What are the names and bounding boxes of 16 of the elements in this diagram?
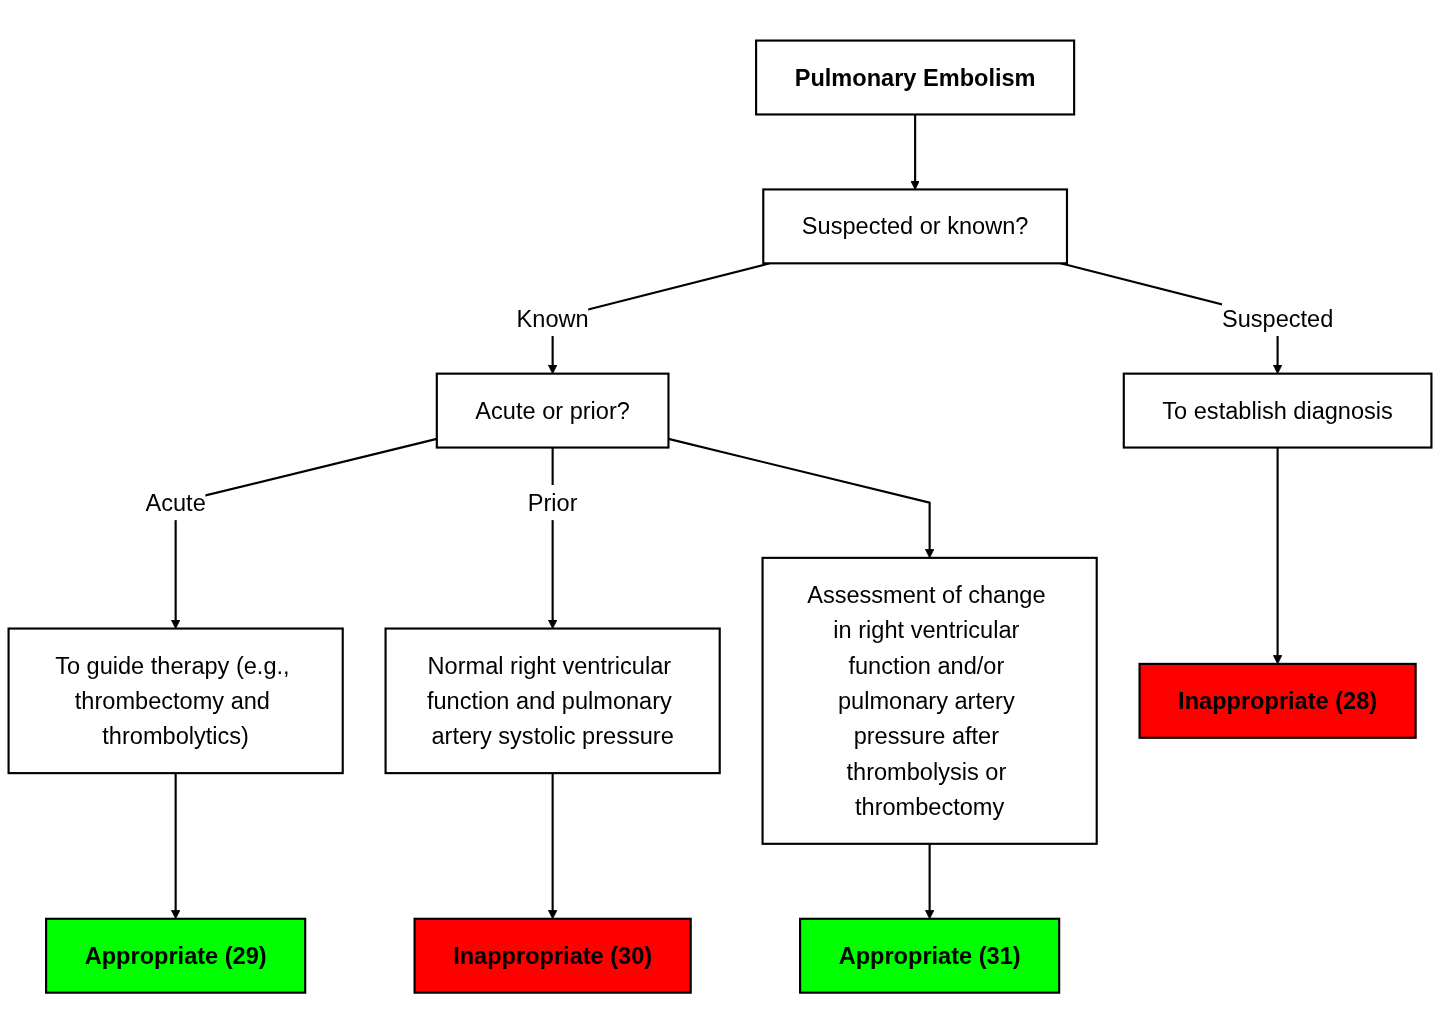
node-box: Acute or prior? [435,372,670,449]
edge-label: Prior [527,489,578,516]
node-box: Normal right ventricular function and pulmonary artery systolic pressure [384,627,721,775]
node-box: Inappropriate (28) [1138,662,1417,739]
edge-label: Known [516,304,589,332]
node-box: Suspected or known? [762,188,1069,265]
arrow [910,114,920,190]
node-box: To guide therapy (e.g., thrombectomy and thrombolytics) [7,627,344,775]
node-box: Appropriate (29) [45,917,307,994]
node-box: To establish diagnosis [1122,372,1433,449]
node-box: Appropriate (31) [799,917,1061,994]
edge-label: Suspected [1221,304,1334,332]
node-box: Inappropriate (30) [413,917,692,994]
node-box: Assessment of change in right ventricular function and/or pulmonary artery pressure after thrombolysis or thrombectomy [761,556,1098,845]
edge-label: Acute [145,489,206,516]
node-box: Pulmonary Embolism [755,39,1076,116]
